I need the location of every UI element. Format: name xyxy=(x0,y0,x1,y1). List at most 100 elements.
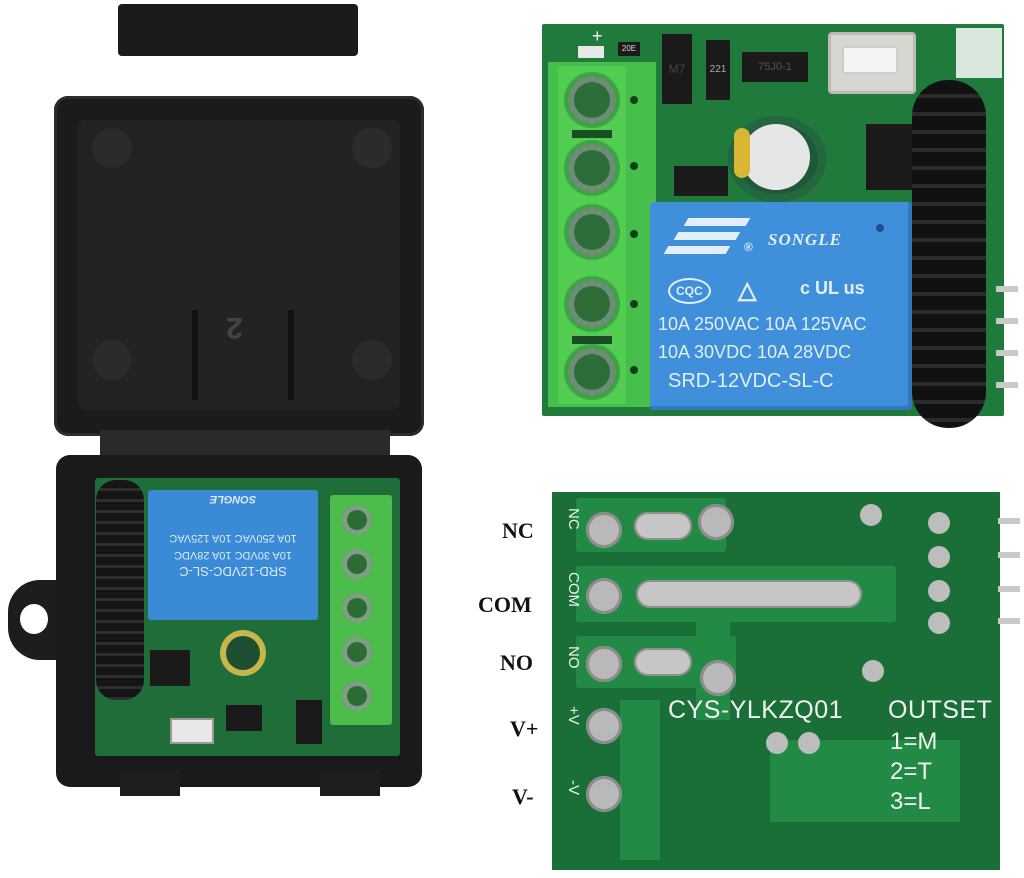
antenna-pad xyxy=(928,546,950,568)
spring-antenna xyxy=(96,480,144,700)
header-pin xyxy=(996,286,1018,292)
solder-pad xyxy=(698,504,734,540)
relay-brand: SONGLE xyxy=(768,230,843,249)
solder-pad xyxy=(700,660,736,696)
solder-pad-com xyxy=(586,578,622,614)
antenna-pad xyxy=(928,612,950,634)
header-pin xyxy=(998,586,1020,592)
terminal-screw xyxy=(342,681,372,711)
antenna-pad xyxy=(928,512,950,534)
terminal-screw xyxy=(342,549,372,579)
pcb-edge xyxy=(956,28,1002,78)
terminal-screw xyxy=(568,144,616,192)
terminal-screw xyxy=(568,76,616,124)
regulator xyxy=(226,705,262,731)
capacitor-small xyxy=(220,630,266,676)
relay-rating-ac: 10A 250VAC 10A 125VAC xyxy=(658,314,867,334)
terminal-divider xyxy=(572,336,612,344)
songle-logo-bar xyxy=(683,218,751,226)
relay-hole xyxy=(876,224,884,232)
lid-mark: 2 xyxy=(226,311,243,344)
diode-top: M7 xyxy=(662,34,692,104)
ul-mark: c UL us xyxy=(800,278,865,298)
relay-rating-dc: 10A 30VDC 10A 28VDC xyxy=(658,342,852,362)
inductor: 221 xyxy=(706,40,730,100)
outset-title: OUTSET xyxy=(888,696,993,724)
outset-option-1: 1=M xyxy=(890,728,938,755)
header-pin xyxy=(998,552,1020,558)
songle-logo-bar xyxy=(673,232,741,240)
resistor: 20E xyxy=(618,42,640,56)
enclosure-foot xyxy=(320,770,380,796)
relay-small-brand: SONGLE xyxy=(209,493,257,505)
terminal-hole xyxy=(630,162,638,170)
lid-post xyxy=(352,128,392,168)
terminal-screw xyxy=(342,637,372,667)
terminal-screw xyxy=(342,593,372,623)
lid-post xyxy=(92,128,132,168)
solder-pad-com-strip xyxy=(636,580,862,608)
terminal-hole xyxy=(630,366,638,374)
pin-label-nc: NC xyxy=(502,518,534,543)
capacitor-stripe xyxy=(734,128,750,178)
lid-rib xyxy=(192,310,198,400)
diode xyxy=(296,700,322,744)
antenna-pad xyxy=(928,580,950,602)
terminal-screw xyxy=(342,505,372,535)
header-pin xyxy=(998,518,1020,524)
silk-nc: NC xyxy=(565,508,582,530)
lid-post xyxy=(352,340,392,380)
pin-label-vminus: V- xyxy=(512,784,534,809)
outset-option-2: 2=T xyxy=(890,758,933,785)
relay-small-model: SRD-12VDC-SL-C xyxy=(179,564,287,579)
terminal-block-small xyxy=(330,495,392,725)
ic-chip xyxy=(150,650,190,686)
cert-triangle-icon: △ xyxy=(738,277,757,304)
learn-button-small[interactable] xyxy=(170,718,214,744)
outset-option-3: 3=L xyxy=(890,788,931,815)
led xyxy=(578,46,604,58)
solder-pad-oval xyxy=(634,648,692,676)
trace xyxy=(770,740,960,822)
enclosure-lid-tab xyxy=(118,4,358,56)
silk-plus: + xyxy=(592,26,603,46)
silk-no: NO xyxy=(565,646,582,669)
lid-post xyxy=(92,340,132,380)
relay-model: SRD-12VDC-SL-C xyxy=(668,370,834,392)
header-pin xyxy=(996,350,1018,356)
header-pin xyxy=(998,618,1020,624)
solder-pad-nc xyxy=(586,512,622,548)
solder-pad xyxy=(860,504,882,526)
solder-pad-vminus xyxy=(586,776,622,812)
trace xyxy=(620,700,660,860)
enclosure-foot xyxy=(120,770,180,796)
learn-button[interactable] xyxy=(842,46,898,74)
pin-label-com: COM xyxy=(478,592,532,617)
terminal-hole xyxy=(630,300,638,308)
registered-mark-icon: ® xyxy=(744,240,753,254)
solder-pad xyxy=(862,660,884,682)
songle-logo-bar xyxy=(663,246,731,254)
capacitor-top xyxy=(742,124,810,190)
silk-vminus: -V xyxy=(565,780,582,795)
header-pin xyxy=(996,318,1018,324)
relay-small: SRD-12VDC-SL-C 10A 30VDC 10A 28VDC 10A 2… xyxy=(148,490,318,620)
terminal-screw xyxy=(568,348,616,396)
mounting-hole xyxy=(20,604,48,634)
terminal-divider xyxy=(572,130,612,138)
solder-pad-vplus xyxy=(586,708,622,744)
board-model-text: CYS-YLKZQ01 xyxy=(668,696,844,724)
transistor xyxy=(674,166,728,196)
pin-label-vplus: V+ xyxy=(510,716,539,741)
lid-rib xyxy=(288,310,294,400)
pin-label-no: NO xyxy=(500,650,533,675)
relay-small-rating-1: 10A 250VAC 10A 125VAC xyxy=(169,532,297,544)
spring-antenna xyxy=(912,80,986,428)
relay: ® SONGLE CQC △ c UL us 10A 250VAC 10A 12… xyxy=(650,202,912,410)
terminal-screw xyxy=(568,208,616,256)
voltage-regulator: 75J0-1 xyxy=(742,52,808,82)
silk-vplus: +V xyxy=(565,706,582,725)
header-pin xyxy=(996,382,1018,388)
terminal-hole xyxy=(630,96,638,104)
solder-pad-oval xyxy=(634,512,692,540)
